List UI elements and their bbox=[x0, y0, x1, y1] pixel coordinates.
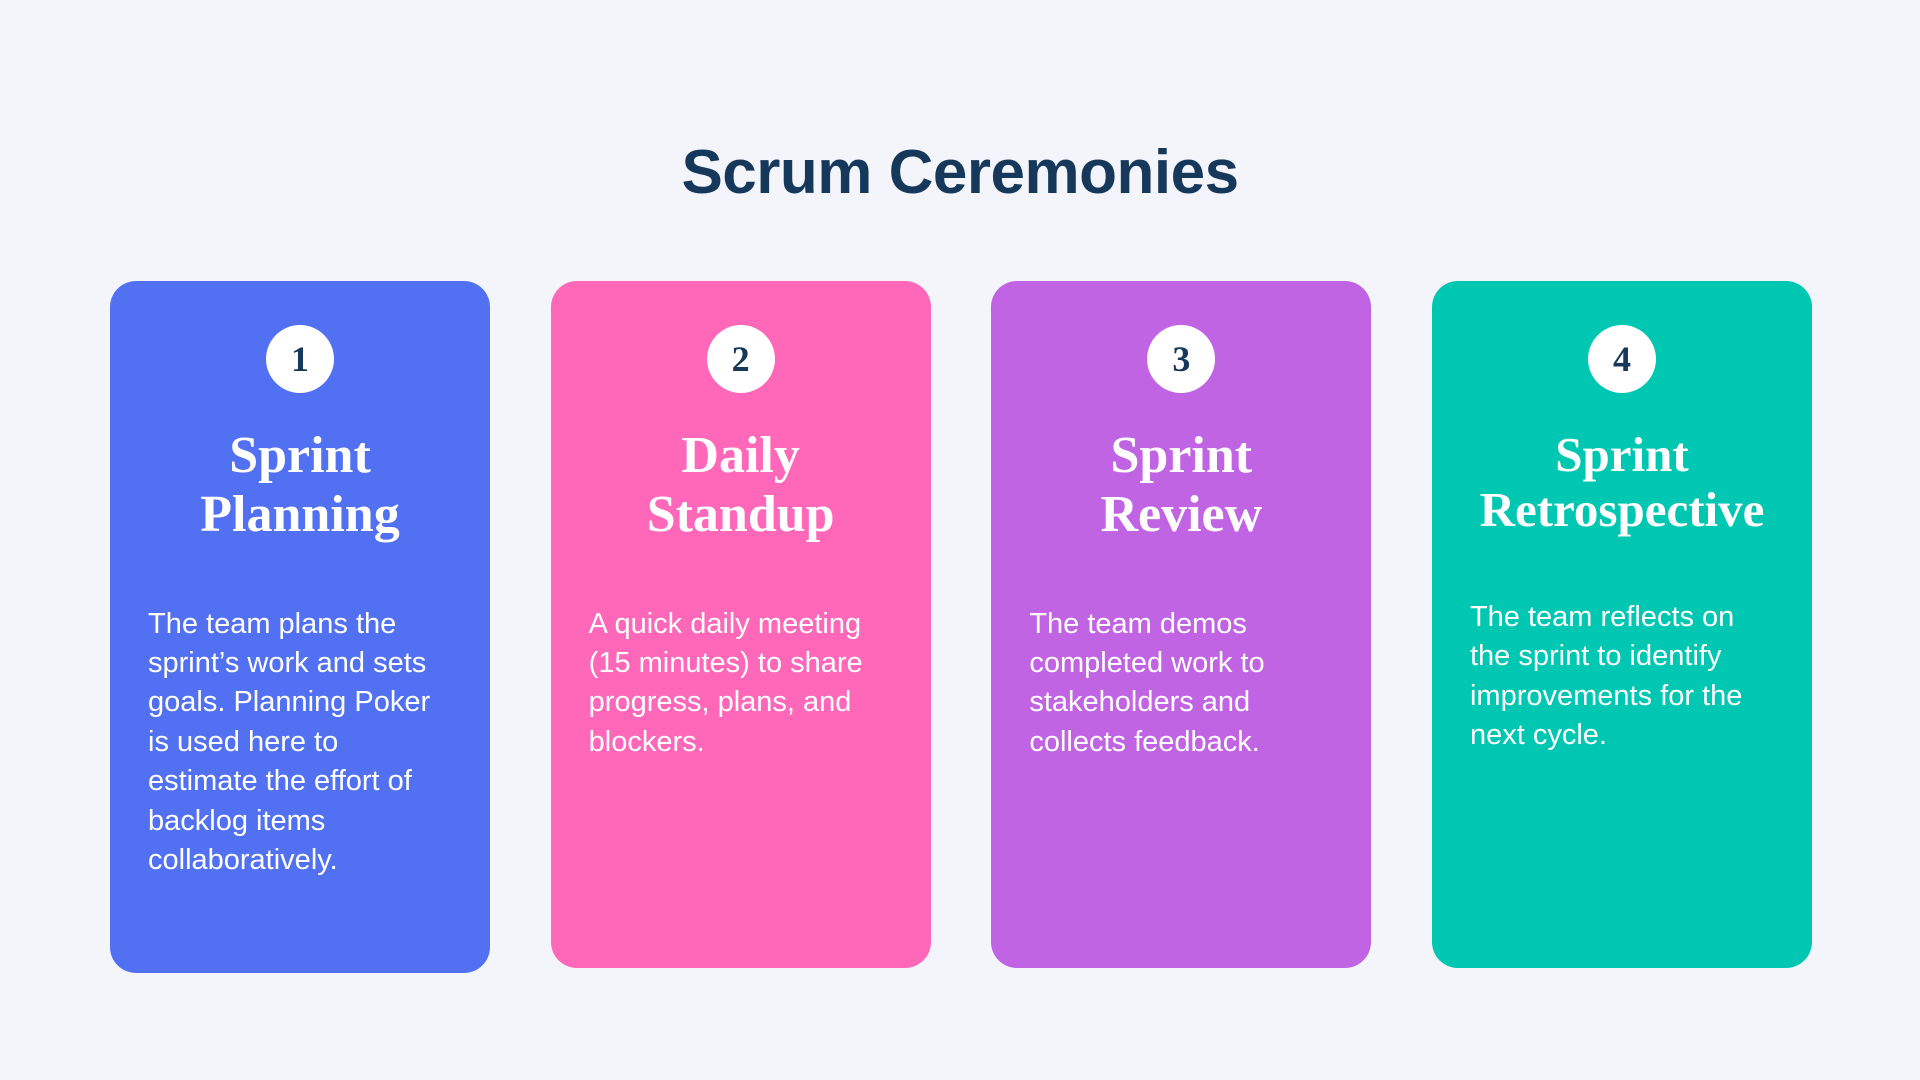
ceremony-card-description: A quick daily meeting (15 minutes) to sh… bbox=[588, 607, 863, 758]
page-title: Scrum Ceremonies bbox=[681, 137, 1239, 207]
step-number-badge: 4 bbox=[1587, 325, 1656, 393]
step-number-badge: 2 bbox=[706, 325, 775, 393]
ceremony-card-description: The team demos completed work to stakeho… bbox=[1029, 607, 1265, 758]
ceremony-card-heading: Daily Standup bbox=[646, 427, 835, 543]
step-number-badge: 3 bbox=[1147, 325, 1216, 393]
ceremony-card-sprint-review[interactable]: 3 Sprint Review The team demos completed… bbox=[991, 281, 1372, 968]
step-number-badge: 1 bbox=[266, 325, 334, 393]
ceremony-card-heading: Sprint Retrospective bbox=[1479, 427, 1765, 538]
ceremony-card-list: 1 Sprint Planning The team plans the spr… bbox=[110, 281, 1812, 973]
ceremony-card-sprint-retrospective[interactable]: 4 Sprint Retrospective The team reflects… bbox=[1431, 281, 1812, 968]
ceremony-card-description: The team reflects on the sprint to ident… bbox=[1469, 600, 1743, 752]
ceremony-card-description: The team plans the sprint’s work and set… bbox=[148, 607, 431, 877]
ceremony-card-heading: Sprint Planning bbox=[200, 427, 400, 543]
ceremony-card-daily-standup[interactable]: 2 Daily Standup A quick daily meeting (1… bbox=[550, 281, 931, 968]
ceremony-card-sprint-planning[interactable]: 1 Sprint Planning The team plans the spr… bbox=[110, 281, 490, 973]
ceremony-card-heading: Sprint Review bbox=[1100, 427, 1263, 543]
